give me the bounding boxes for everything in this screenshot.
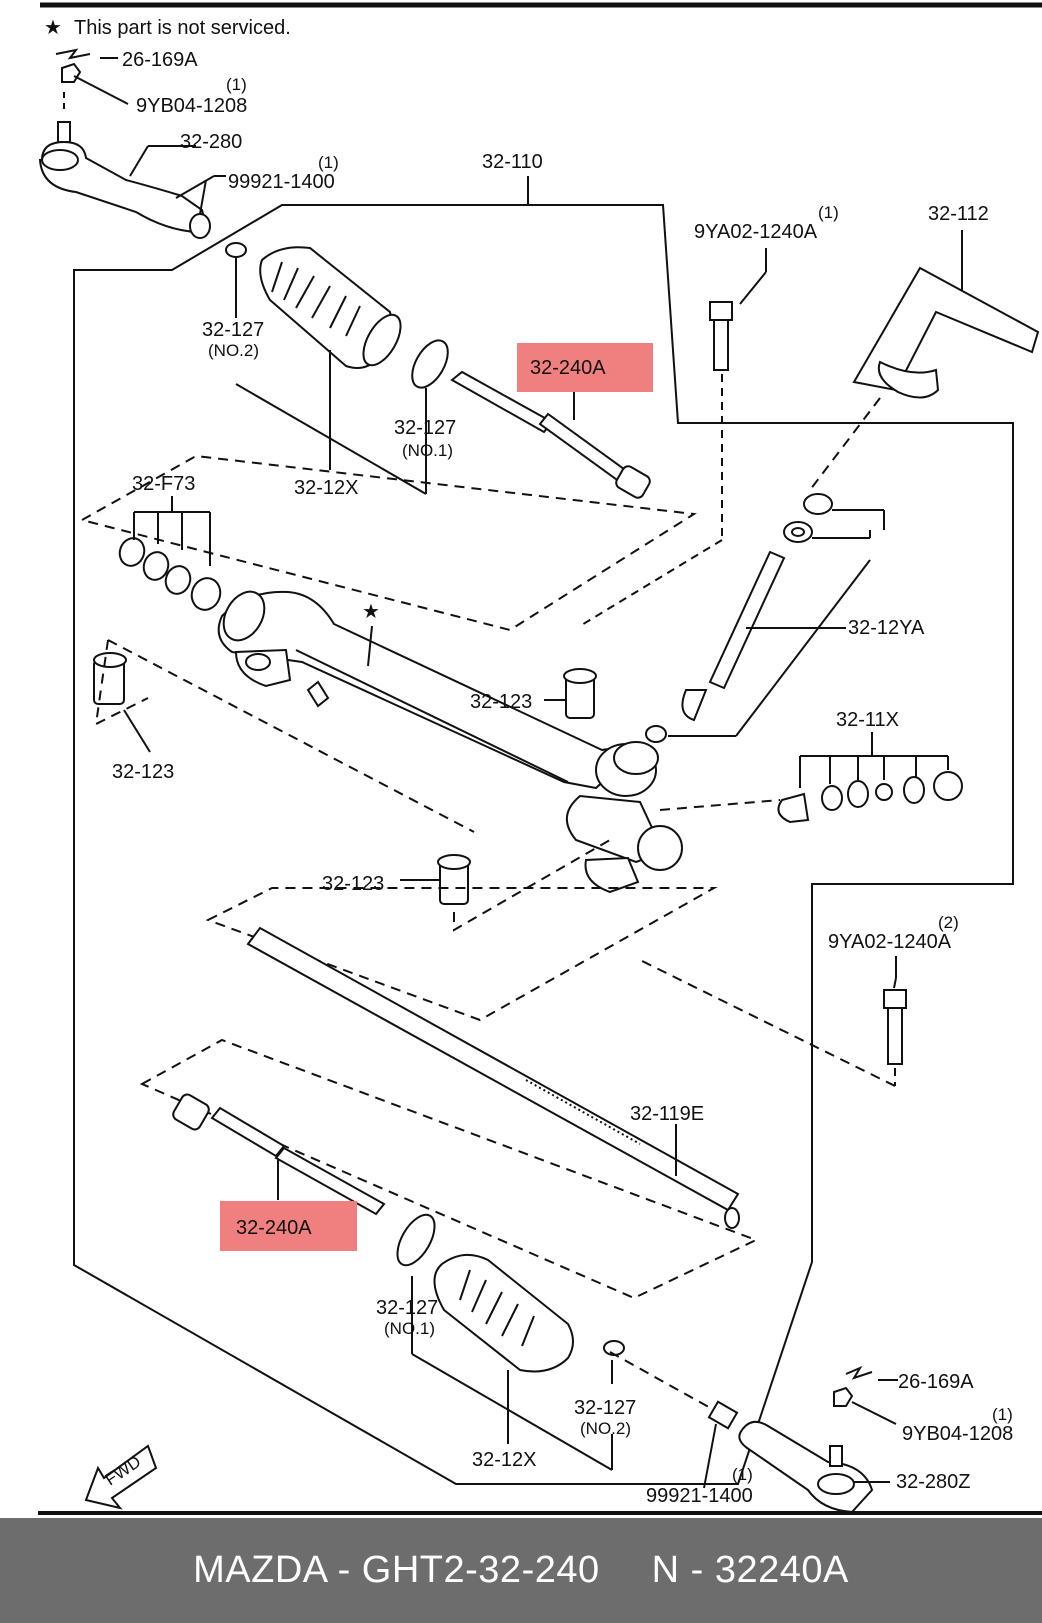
boot-bottom [396,1213,625,1471]
label-bolt-top: 9YA02-1240A [694,221,818,243]
label-inner-rod-top: 32-240A [530,357,606,379]
fwd-arrow-icon: FWD [84,1444,158,1510]
label-washer-bottom-qty: (1) [732,1465,753,1484]
pinion-group [645,493,885,743]
label-washer-top-qty: (1) [318,153,339,172]
label-washer-bottom: 99921-1400 [646,1485,753,1507]
svg-text:★: ★ [44,17,62,39]
assembly-outline [73,204,1014,1485]
label-tie-rod-end-right: 32-280Z [896,1471,971,1493]
bolt-bottom [639,956,907,1087]
label-nut-bottom: 9YB04-1208 [902,1423,1013,1445]
label-housing-cover: 32-112 [928,203,989,225]
label-clamp-no2-top-sub: (NO.2) [208,341,259,360]
label-nut-top-qty: (1) [226,75,247,94]
label-pinion: 32-12YA [848,617,925,639]
label-mount-left: 32-123 [112,761,174,783]
label-clamp-no2-bottom: 32-127 [574,1397,636,1419]
label-bolt-top-qty: (1) [818,203,839,222]
label-clamp-no2-top: 32-127 [202,319,264,341]
boot-top [225,242,651,499]
dashed-callout-top [79,454,697,632]
seal-set [659,732,963,824]
mount-bottom [400,839,611,932]
tie-rod-end-right [609,1351,898,1514]
inner-rod-bottom [172,1093,386,1216]
label-seal-set: 32-11X [836,709,899,731]
dashed-callout-bottom [139,1038,759,1300]
label-mount-center: 32-123 [470,691,532,713]
label-gear-assembly: 32-110 [482,151,543,173]
label-mount-bottom: 32-123 [322,873,384,895]
svg-text:This part is not serviced.: This part is not serviced. [74,17,291,39]
label-tie-rod-lock-top: 26-169A [122,49,198,71]
seal-kit [118,496,222,611]
label-clamp-no2-bottom-sub: (NO.2) [580,1419,631,1438]
label-nut-bottom-qty: (1) [992,1405,1013,1424]
label-clamp-no1-top-sub: (NO.1) [402,441,453,460]
mount-center [544,668,597,719]
gear-housing [217,590,683,894]
highlight-inner-rod-top [517,343,653,392]
not-serviced-note: ★ This part is not serviced. [44,17,291,39]
housing-cover [809,230,1040,491]
parts-diagram: ★ This part is not serviced. 26-169A (1)… [38,2,1042,1515]
label-tie-rod-end-left: 32-280 [180,131,242,153]
star-mark: ★ [362,601,380,623]
label-bolt-bottom: 9YA02-1240A [828,931,952,953]
label-boot-top: 32-12X [294,477,359,499]
label-washer-top: 99921-1400 [228,171,335,193]
footer-bar: MAZDA - GHT2-32-240 N - 32240A [0,1518,1042,1623]
label-nut-top: 9YB04-1208 [136,95,247,117]
highlight-inner-rod-bottom [220,1201,357,1251]
tie-rod-end-left [38,48,226,239]
label-seal-kit: 32-F73 [132,473,195,495]
rack [246,926,740,1229]
label-inner-rod-bottom: 32-240A [236,1217,312,1239]
footer-n-number: N - 32240A [651,1549,849,1591]
label-clamp-no1-top: 32-127 [394,417,456,439]
label-boot-bottom: 32-12X [472,1449,537,1471]
dashed-callout-rack [205,887,718,1022]
label-clamp-no1-bottom: 32-127 [376,1297,438,1319]
footer-part-number: MAZDA - GHT2-32-240 [193,1549,600,1591]
label-tie-rod-lock-bottom: 26-169A [898,1371,974,1393]
label-bolt-bottom-qty: (2) [938,913,959,932]
mount-left [93,639,475,833]
label-rack: 32-119E [630,1103,704,1125]
label-clamp-no1-bottom-sub: (NO.1) [384,1319,435,1338]
bolt-top [579,248,767,627]
